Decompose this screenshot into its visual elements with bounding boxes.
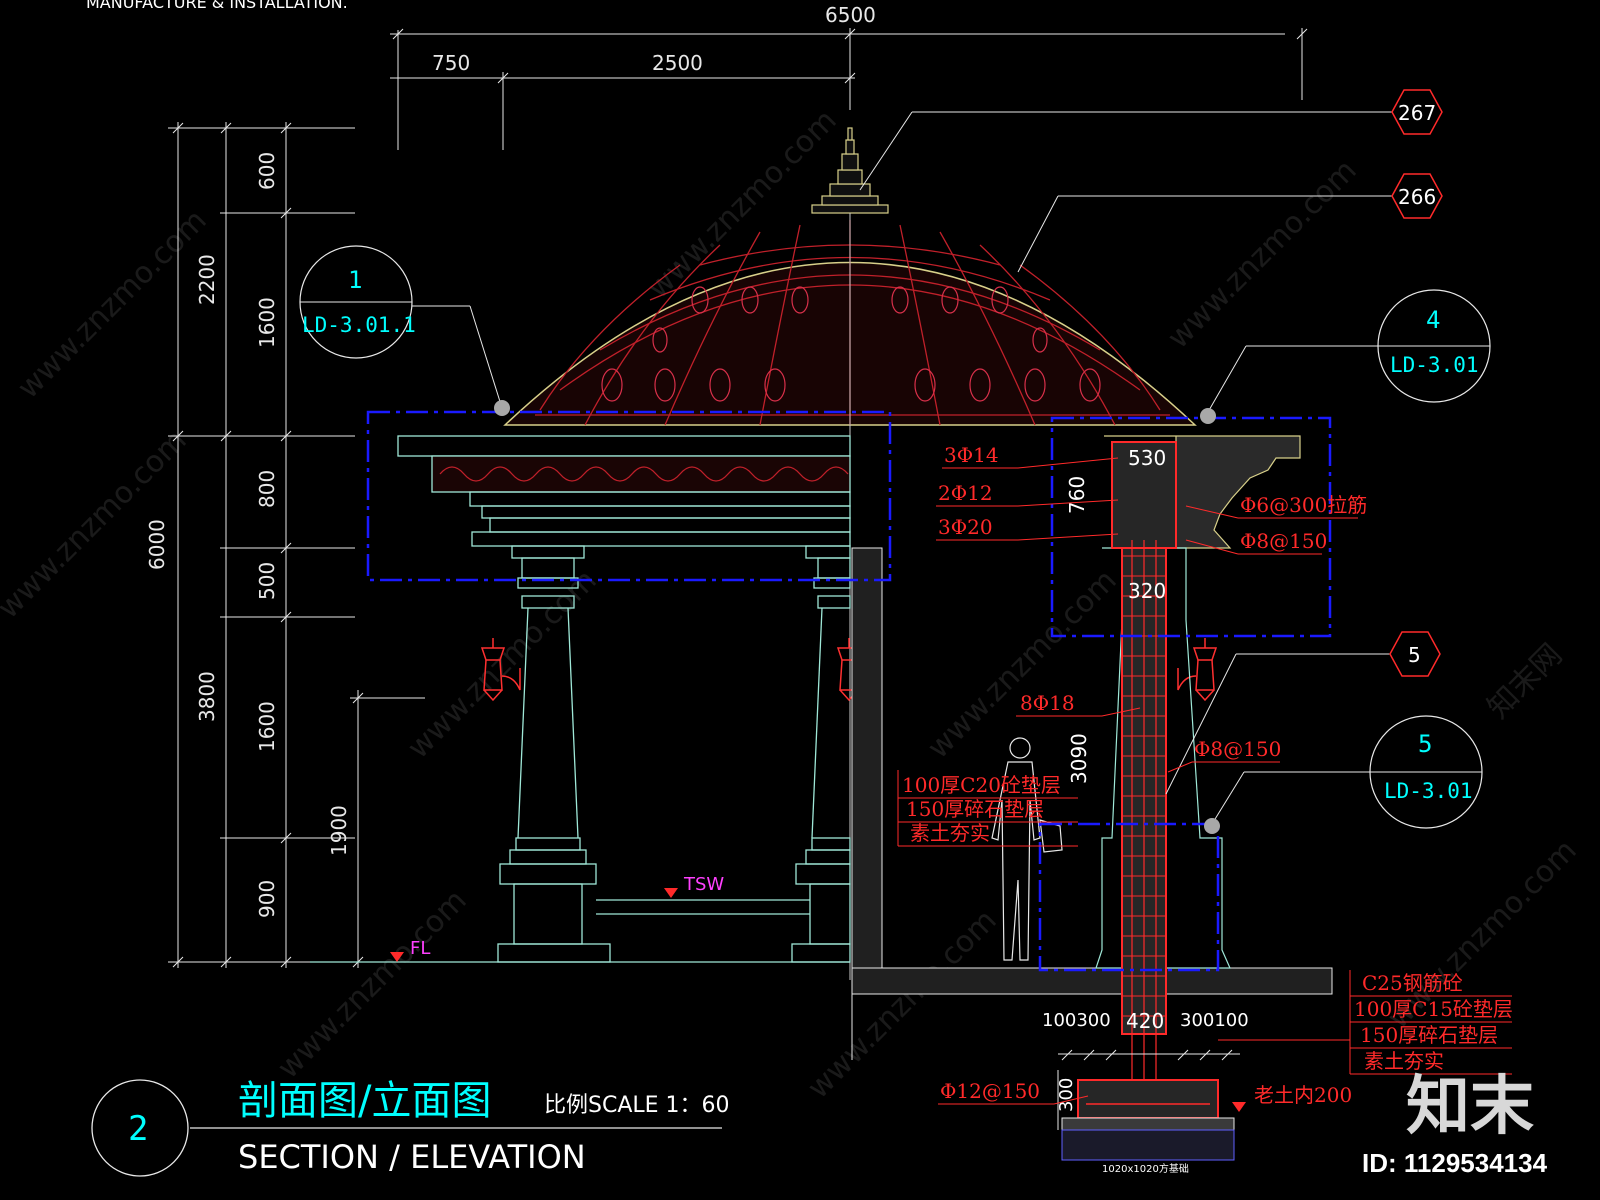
- soil-depth-note: 老土内200: [1254, 1083, 1352, 1107]
- section-dim-320: 320: [1128, 579, 1166, 603]
- foundation-note-gravel: 150厚碎石垫层: [1360, 1023, 1498, 1047]
- title-en: SECTION / ELEVATION: [238, 1138, 586, 1176]
- dim-middle-width: 2500: [652, 51, 703, 75]
- dim-seg-1600-bottom: 1600: [255, 701, 279, 752]
- detail-boxes: [366, 410, 1332, 972]
- tag-267[interactable]: 267: [1391, 89, 1443, 135]
- dimension-lines: [168, 28, 1308, 968]
- dim-lower-height: 3800: [195, 671, 219, 722]
- header-text: MANUFACTURE & INSTALLATION.: [86, 0, 348, 12]
- rebar-annotations: 3Φ14 2Φ12 3Φ20 Φ6@300拉筋 Φ8@150 8Φ18 Φ8@1…: [936, 443, 1367, 1105]
- rebar-label-8phi18: 8Φ18: [1020, 691, 1075, 715]
- section-dim-530: 530: [1128, 446, 1166, 470]
- section-dim-300: 300: [1056, 1078, 1077, 1112]
- detail-box-5: [1038, 822, 1220, 972]
- dim-seg-600: 600: [255, 152, 279, 190]
- svg-text:267: 267: [1398, 101, 1436, 125]
- rebar-label-phi12: Φ12@150: [940, 1079, 1040, 1103]
- level-marker-tsw: TSW: [664, 874, 724, 898]
- dim-seg-900: 900: [255, 880, 279, 918]
- foundation-note-c15: 100厚C15砼垫层: [1354, 997, 1513, 1021]
- watermark-site: www.znzmo.com: [921, 563, 1124, 766]
- callout-1-ref: LD-3.01.1: [302, 313, 416, 337]
- level-triangle-icon: [390, 952, 404, 962]
- level-marker-fl: FL: [390, 938, 430, 962]
- title-scale: 比例SCALE 1：60: [544, 1093, 730, 1118]
- svg-text:FL: FL: [410, 938, 430, 959]
- detail-box-1: [366, 410, 892, 582]
- rebar-label-3phi14: 3Φ14: [944, 443, 999, 467]
- watermark-site: www.znzmo.com: [271, 883, 474, 1086]
- callout-1-number: 1: [348, 266, 362, 294]
- dim-left-width: 750: [432, 51, 470, 75]
- right-section: 530 760 320 3090 100300 420 300100 300 1…: [851, 435, 1333, 1175]
- dim-seg-800: 800: [255, 470, 279, 508]
- layer-note-soil: 素土夯实: [910, 821, 990, 845]
- rebar-label-2phi12: 2Φ12: [938, 481, 993, 505]
- layer-note-c20: 100厚C20砼垫层: [902, 773, 1061, 797]
- rebar-label-phi8-column: Φ8@150: [1194, 737, 1281, 761]
- level-triangle-icon: [664, 888, 678, 898]
- layer-note-gravel: 150厚碎石垫层: [906, 797, 1044, 821]
- callout-5-ref: LD-3.01: [1384, 779, 1473, 803]
- brand-watermark: 知末 ID: 1129534134 知末网: [1362, 637, 1569, 1178]
- callout-5-number: 5: [1418, 730, 1432, 758]
- image-id-text: ID: 1129534134: [1362, 1148, 1548, 1178]
- section-dim-300100: 300100: [1180, 1010, 1249, 1031]
- detail-box-4: [1050, 416, 1332, 638]
- soil-level-marker-icon: [1232, 1102, 1246, 1112]
- section-dim-420: 420: [1126, 1009, 1164, 1033]
- dim-seg-500: 500: [255, 562, 279, 600]
- callout-5[interactable]: 5 LD-3.01: [1369, 715, 1483, 829]
- callout-4-number: 4: [1426, 306, 1440, 334]
- dome: [503, 127, 1197, 980]
- svg-text:5: 5: [1408, 643, 1421, 667]
- rebar-label-3phi20: 3Φ20: [938, 515, 993, 539]
- callout-1[interactable]: 1 LD-3.01.1: [299, 245, 416, 359]
- dimension-text: 6500 750 2500 6000 2200 3800 600 1600 80…: [145, 3, 876, 918]
- svg-text:266: 266: [1398, 185, 1436, 209]
- watermark-site-zh: 知末网: [1481, 637, 1569, 725]
- watermark-site: www.znzmo.com: [801, 903, 1004, 1106]
- wall-lamp-icon: [480, 638, 521, 702]
- title-number: 2: [128, 1109, 148, 1149]
- dim-seg-1600-top: 1600: [255, 297, 279, 348]
- watermark-site: www.znzmo.com: [11, 203, 214, 406]
- footing-size-label: 1020x1020方基础: [1102, 1162, 1189, 1175]
- svg-text:TSW: TSW: [683, 874, 724, 895]
- left-elevation: [310, 435, 851, 963]
- brand-logo-text: 知末: [1406, 1070, 1534, 1144]
- tag-5[interactable]: 5: [1389, 631, 1441, 677]
- foundation-note-soil: 素土夯实: [1364, 1049, 1444, 1073]
- section-dim-100300: 100300: [1042, 1010, 1111, 1031]
- dim-overall-height: 6000: [145, 519, 169, 570]
- person-silhouette: [991, 737, 1063, 961]
- layer-notes: 100厚C20砼垫层 150厚碎石垫层 素土夯实: [897, 770, 1078, 847]
- leader-lines: [300, 111, 1392, 825]
- watermark-site: www.znzmo.com: [1161, 153, 1364, 356]
- callout-4[interactable]: 4 LD-3.01: [1377, 289, 1491, 403]
- callout-4-ref: LD-3.01: [1390, 353, 1479, 377]
- foundation-notes: C25钢筋砼 100厚C15砼垫层 150厚碎石垫层 素土夯实 老土内200: [1218, 970, 1513, 1112]
- dim-overall-width: 6500: [825, 3, 876, 27]
- title-zh: 剖面图/立面图: [238, 1078, 491, 1124]
- wall-lamp-icon: [1177, 638, 1218, 702]
- tag-266[interactable]: 266: [1391, 173, 1443, 219]
- section-dim-760: 760: [1065, 476, 1089, 514]
- rebar-label-phi8-top: Φ8@150: [1240, 529, 1327, 553]
- leader-dot: [494, 400, 1220, 834]
- drawing-title-block: 2 剖面图/立面图 比例SCALE 1：60 SECTION / ELEVATI…: [91, 1078, 730, 1177]
- rebar-label-phi6-ties: Φ6@300拉筋: [1240, 493, 1367, 517]
- section-dim-3090: 3090: [1067, 733, 1091, 784]
- foundation-note-c25: C25钢筋砼: [1362, 971, 1463, 995]
- dim-mid-1900: 1900: [327, 805, 351, 856]
- dim-upper-height: 2200: [195, 254, 219, 305]
